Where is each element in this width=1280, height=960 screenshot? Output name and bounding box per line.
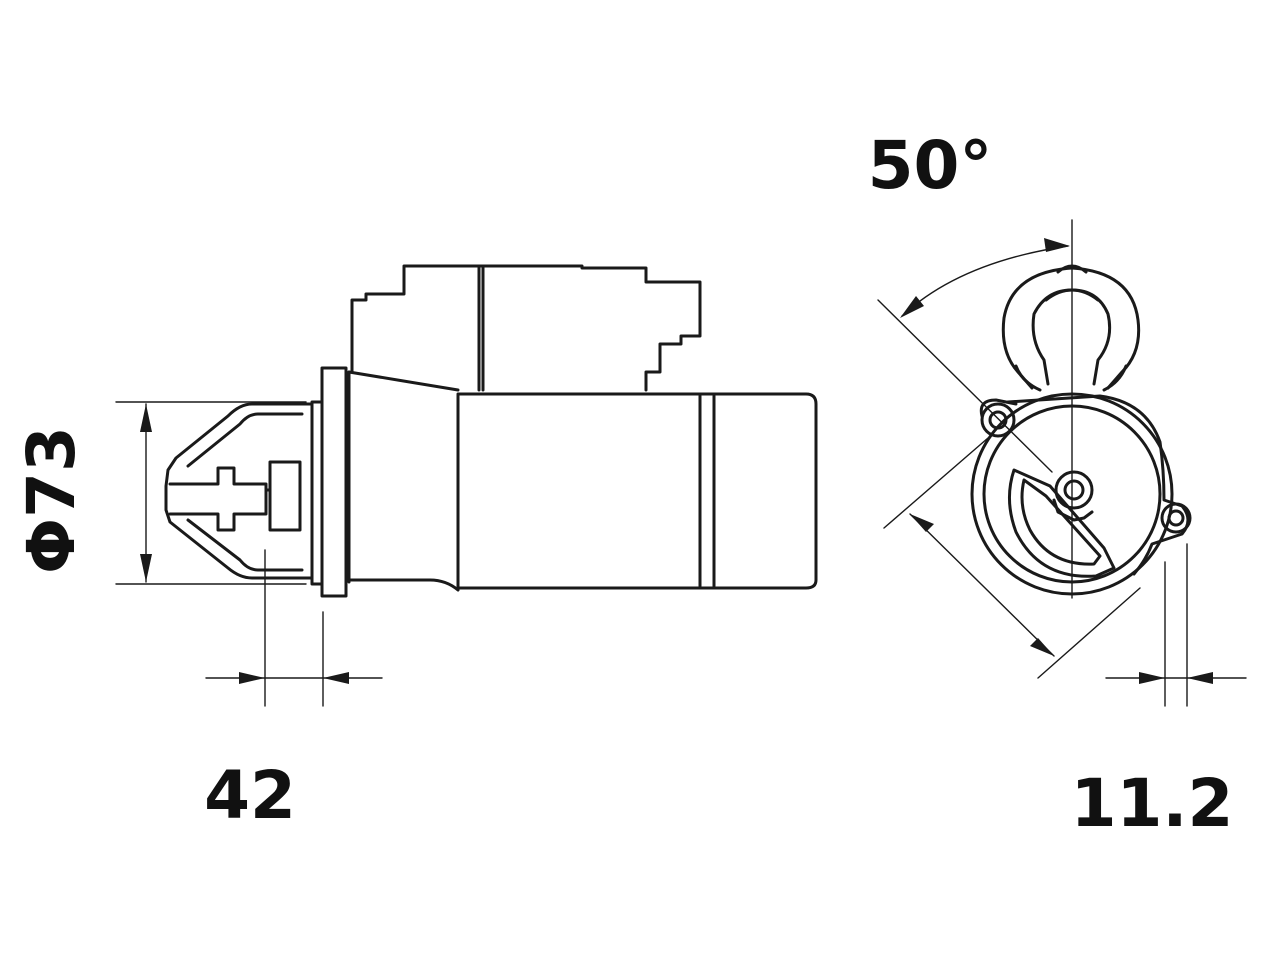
flange-offset-label: 11.2 [1071,765,1234,842]
nose-housing [164,402,314,580]
hub-inner [1063,479,1085,501]
solenoid-housing [350,264,702,392]
pinion-teeth [1052,498,1094,522]
mount-hole-left [988,410,1008,430]
pinion-arrow-left [239,672,265,684]
angle-arrow-top [1044,238,1070,252]
angle-ref-line [877,299,1053,473]
pinion-arrow-right [323,672,349,684]
diameter-label: Φ73 [13,426,90,574]
angle-arc [901,245,1069,317]
hub-outer [1054,470,1094,510]
diag-arrow-top [910,514,934,532]
pinion-offset-label: 42 [204,757,296,834]
flange-arrow-right [1187,672,1213,684]
motor-yoke [456,392,818,590]
pinion-window-inner [1020,478,1102,566]
diag-arrow-bottom [1030,638,1054,656]
diag-ext-2 [1037,587,1141,679]
mounting-flange [320,366,348,598]
side-view [115,264,818,707]
pinion-window [1007,468,1116,578]
pinion-gear [268,460,302,532]
flange-neck [310,400,324,586]
pinion-shaft [168,466,268,532]
diag-ext-1 [883,437,989,529]
dia-arrow-bottom [140,554,152,582]
nose-inner [186,412,304,572]
mount-ear-left [980,402,1016,438]
angle-label: 50° [868,127,993,204]
diag-dim-line [909,513,1055,657]
mount-hole-right [1167,509,1185,527]
mount-ear-right [1160,502,1192,534]
front-housing [1006,394,1190,576]
solenoid-end-outer [1001,266,1141,390]
dia-arrow-top [140,404,152,432]
solenoid-neck [1014,364,1128,392]
front-view [877,219,1247,707]
flange-arrow-left [1139,672,1165,684]
mount-ear-left-body [979,398,1018,418]
drive-housing [347,370,460,592]
angle-arrow-left [900,296,924,318]
